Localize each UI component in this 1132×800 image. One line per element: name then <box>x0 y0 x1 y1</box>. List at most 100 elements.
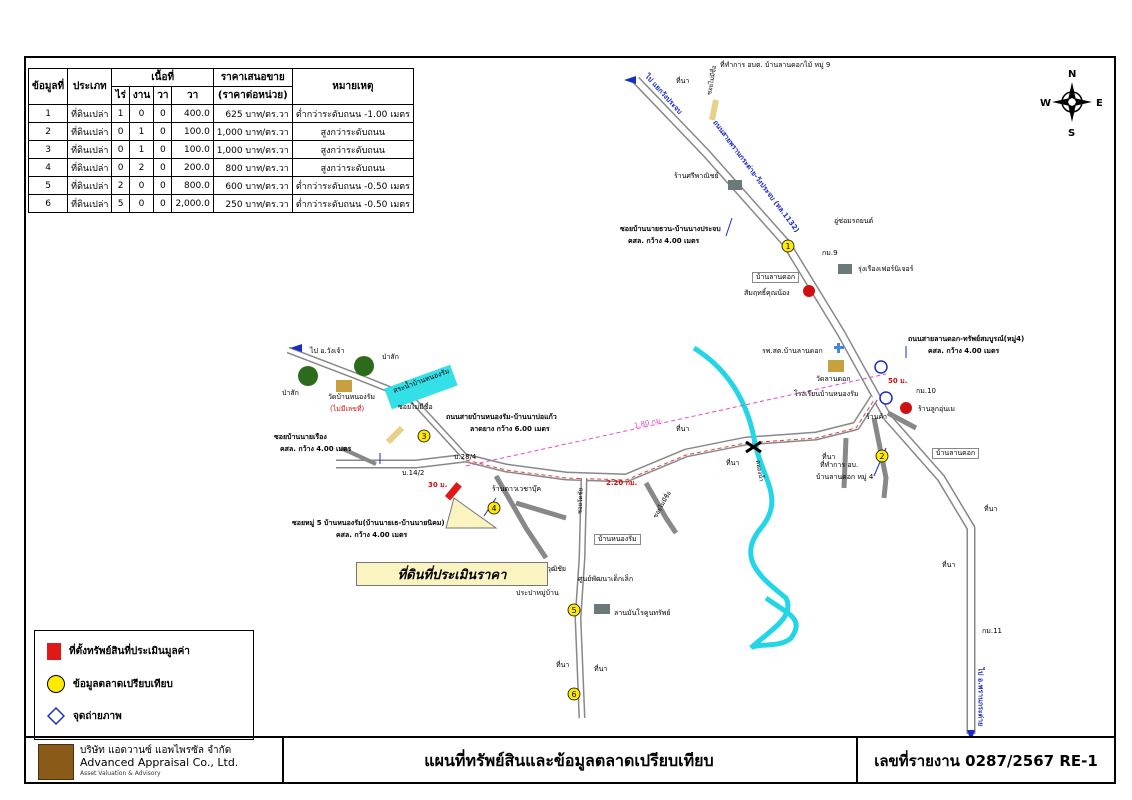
th-type: ประเภท <box>67 68 113 105</box>
table-cell-remark: สูงกว่าระดับถนน <box>291 140 414 159</box>
label-field-d: ที่นา <box>726 459 740 467</box>
label-ban-lan-dok: บ้านลานดอก <box>752 272 800 283</box>
th-remark: หมายเหตุ <box>291 68 414 105</box>
label-km10: กม.10 <box>916 387 936 395</box>
label-center: ศูนย์พัฒนาเด็กเล็ก <box>578 575 634 583</box>
table-cell-area: 2,000.0 <box>171 194 214 213</box>
label-road-nong-ram-spec: ลาดยาง กว้าง 6.00 เมตร <box>470 425 550 433</box>
table-cell-area: 100.0 <box>171 122 214 141</box>
label-field-b: ป่าสัก <box>282 389 299 397</box>
label-field-g: ที่นา <box>942 561 956 569</box>
building-furniture <box>838 264 852 274</box>
label-km9: กม.9 <box>822 249 838 257</box>
table-cell-ngan: 0 <box>128 104 155 123</box>
label-dist-50: 50 ม. <box>888 377 908 385</box>
th-price-group: ราคาเสนอขาย <box>212 68 293 87</box>
table-cell-price: 600 บาท/ตร.วา <box>212 176 293 195</box>
label-soi-nong-ram5: ซอยหมู่ 5 บ้านหนองรัม(บ้านนายเธ-บ้านนายน… <box>292 519 445 527</box>
table-cell-type: ที่ดินเปล่า <box>67 104 113 123</box>
label-shop-ku: ร้านลูกอุ่นเม <box>918 405 955 413</box>
label-soi-nayrueang-spec: คสล. กว้าง 4.00 เมตร <box>280 445 352 453</box>
legend-subject-label: ที่ตั้งทรัพย์สินที่ประเมินมูลค่า <box>69 646 190 657</box>
label-field-i: ที่นา <box>594 665 608 673</box>
label-field-c: ที่นา <box>676 425 690 433</box>
table-cell-wa: 0 <box>153 194 173 213</box>
table-cell-wa: 0 <box>153 158 173 177</box>
label-soi-ban-narapa: ซอยบ้านนายธวน-บ้านนางประจบ <box>620 225 721 233</box>
comparable-marker-5 <box>567 603 581 617</box>
table-cell-wa: 0 <box>153 140 173 159</box>
comparable-marker-6 <box>567 687 581 701</box>
table-cell-area: 200.0 <box>171 158 214 177</box>
label-road-nong-ram: ถนนสายบ้านหนองรัม-บ้านนาบ่อแก้ว <box>446 413 557 421</box>
label-ban-lan-sok2: บ้านลานดอก <box>932 448 980 459</box>
table-cell-ngan: 2 <box>128 158 155 177</box>
comparable-marker-label: 5 <box>571 606 576 615</box>
table-cell-price: 625 บาท/ตร.วา <box>212 104 293 123</box>
photo-point-icon <box>47 707 65 725</box>
company-name-th: บริษัท แอดวานซ์ แอพไพรซัล จำกัด <box>80 745 232 756</box>
label-soi-nong-ram5-spec: คสล. กว้าง 4.00 เมตร <box>336 531 408 539</box>
table-cell-remark: สูงกว่าระดับถนน <box>291 158 414 177</box>
label-road-lan-sak-spec: คสล. กว้าง 4.00 เมตร <box>928 347 1000 355</box>
table-cell-remark: ต่ำกว่าระดับถนน -1.00 เมตร <box>291 104 414 123</box>
reservoir <box>384 364 458 410</box>
table-cell-rai: 2 <box>111 176 130 195</box>
label-water: ประปาหมู่บ้าน <box>516 589 559 597</box>
table-cell-type: ที่ดินเปล่า <box>67 158 113 177</box>
label-field-f: ที่นา <box>984 505 998 513</box>
table-cell-wa: 0 <box>153 122 173 141</box>
label-road-lan-sak: ถนนสายลานดอก-ทรัพย์สมบูรณ์(หมู่4) <box>908 335 1025 343</box>
legend: ที่ตั้งทรัพย์สินที่ประเมินมูลค่า ข้อมูลต… <box>34 630 254 740</box>
th-area-group: เนื้อที่ <box>111 68 214 87</box>
label-dist-220: 2.20 กม. <box>606 479 638 487</box>
table-cell-remark: ต่ำกว่าระดับถนน -0.50 เมตร <box>291 176 414 195</box>
compass-w: W <box>1040 98 1051 109</box>
subject-swatch-icon <box>47 643 61 660</box>
compass-s: S <box>1068 128 1075 138</box>
label-soi-wat: ซอยวัดชัย <box>576 487 585 515</box>
label-shop-sriphanich: ร้านศรีพาณิชย์ <box>674 172 719 180</box>
table-cell-remark: สูงกว่าระดับถนน <box>291 122 414 141</box>
comparable-marker-2 <box>875 449 889 463</box>
label-field-n: ที่นา <box>676 77 690 85</box>
table-cell-area: 400.0 <box>171 104 214 123</box>
table-cell-no: 4 <box>27 158 69 177</box>
table-cell-rai: 0 <box>111 140 130 159</box>
label-dist-30: 30 ม. <box>428 481 448 489</box>
th-area-wa: วา <box>171 86 214 105</box>
th-ngan: งาน <box>128 86 155 105</box>
legend-comparable-label: ข้อมูลตลาดเปรียบเทียบ <box>73 678 173 690</box>
table-cell-rai: 0 <box>111 158 130 177</box>
label-field-a: ป่าสัก <box>382 353 399 361</box>
label-km11: กม.11 <box>982 627 1002 635</box>
river <box>692 345 791 650</box>
map-title: แผนที่ทรัพย์สินและข้อมูลตลาดเปรียบเทียบ <box>282 738 858 784</box>
label-temple-nong-ram: วัดบ้านหนองรัม <box>328 393 376 401</box>
label-furniture: รุ่งเรืองเฟอร์นิเจอร์ <box>858 265 914 273</box>
table-cell-type: ที่ดินเปล่า <box>67 140 113 159</box>
table-cell-rai: 5 <box>111 194 130 213</box>
comparable-marker-1 <box>781 239 795 253</box>
label-shop-boon: ร้านดาวเวชาบุ๊ค <box>492 485 542 493</box>
legend-photo-label: จุดถ่ายภาพ <box>73 710 122 722</box>
label-hospital: รพ.สต.บ้านลานดอก <box>762 347 823 355</box>
comparable-table: ข้อมูลที่ ประเภท เนื้อที่ ราคาเสนอขาย หม… <box>27 68 414 213</box>
comparable-marker-label: 2 <box>879 452 884 461</box>
building-barn <box>594 604 610 614</box>
label-to-wang-chao: ไป อ.วังเจ้า <box>310 347 345 355</box>
comparable-marker-label: 3 <box>421 432 426 441</box>
label-to-phran: ไป อ.พรานกระต่าย <box>976 667 985 727</box>
road-northwest <box>286 346 469 461</box>
table-cell-no: 2 <box>27 122 69 141</box>
label-office-ban-lan2: บ้านลานดอก หมู่ 4 <box>816 473 874 481</box>
table-cell-rai: 1 <box>111 104 130 123</box>
table-cell-type: ที่ดินเปล่า <box>67 122 113 141</box>
subject-callout: ที่ดินที่ประเมินราคา <box>356 562 548 586</box>
